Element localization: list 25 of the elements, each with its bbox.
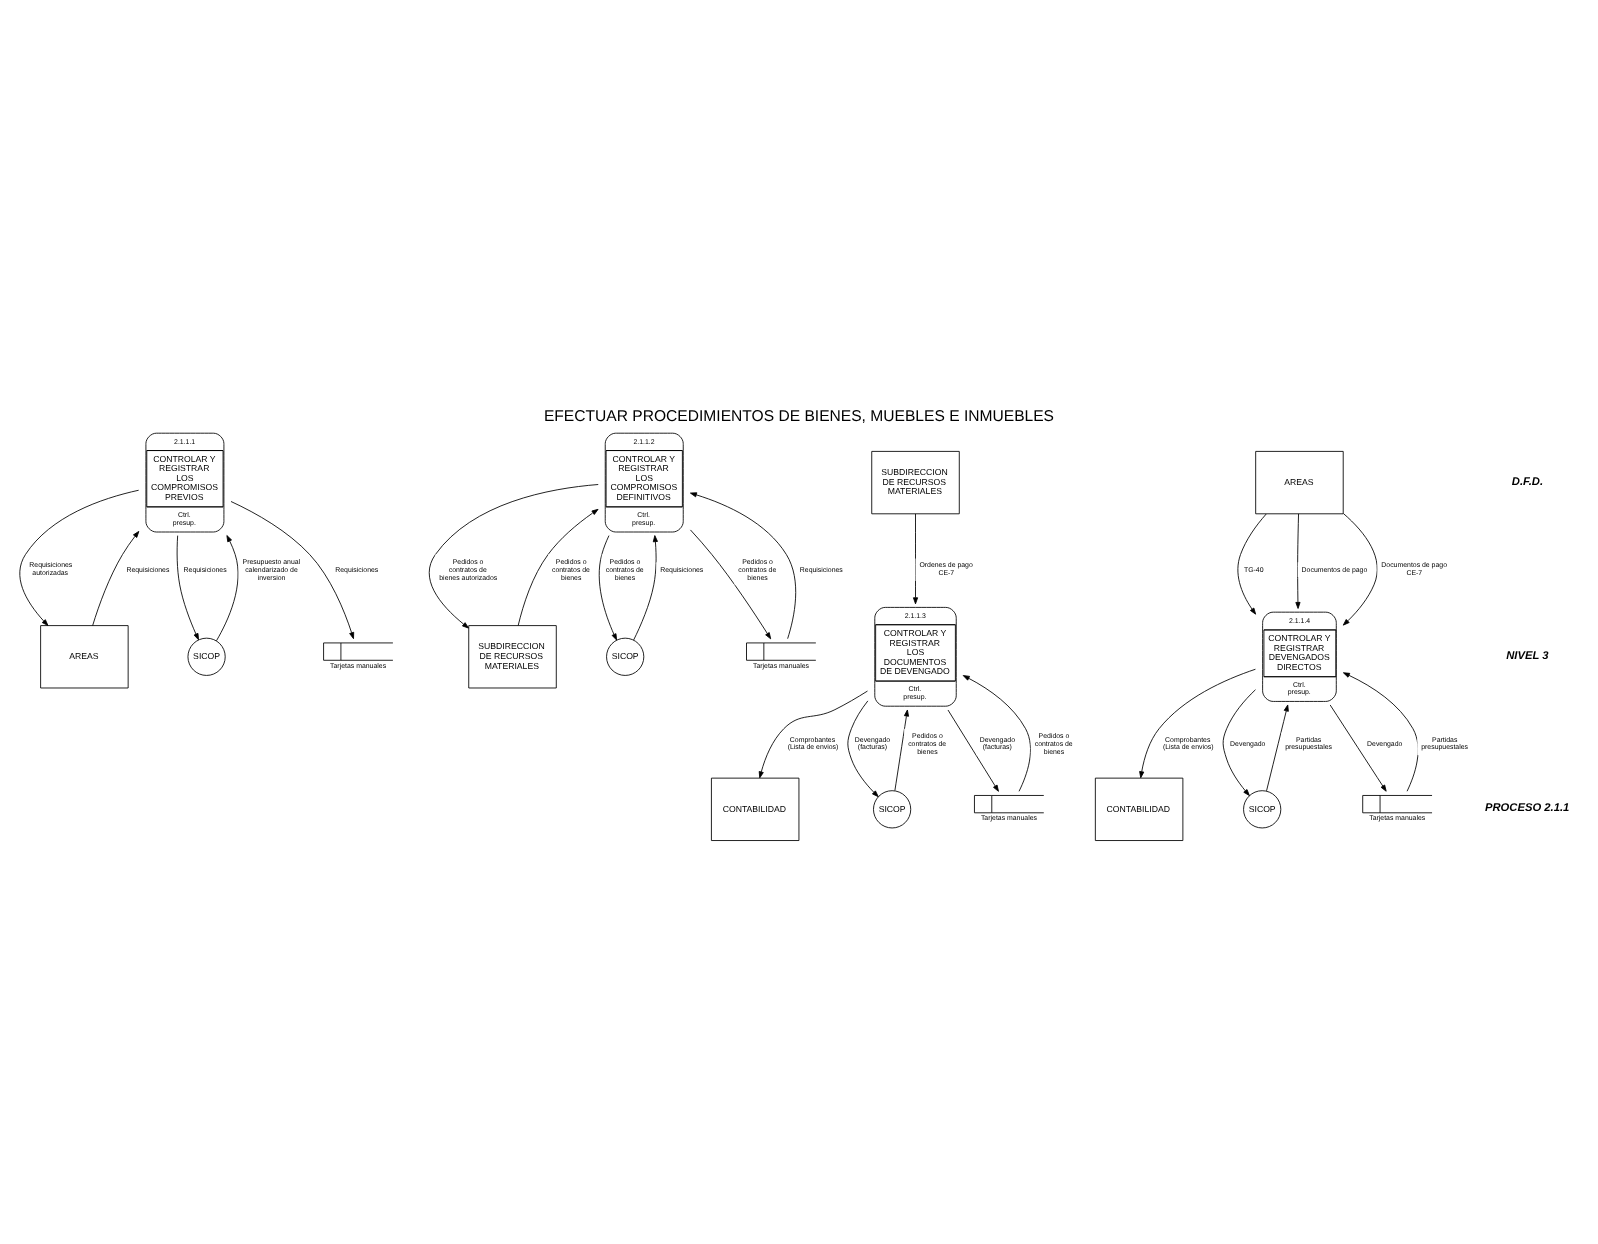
arrow [19,488,140,625]
arrow [894,708,909,791]
arrow [912,512,919,604]
arrow [690,528,772,639]
arrow [1342,671,1419,791]
arrow [92,529,140,625]
diagram-title: EFECTUAR PROCEDIMIENTOS DE BIENES, MUEBLES E INMUEBLES [543,406,1055,425]
arrow [1342,512,1378,625]
arrow [517,507,599,625]
arrow [1266,703,1289,791]
arrow [947,708,999,791]
arrow [1139,667,1256,778]
arrow [176,534,199,640]
arrow [758,689,868,778]
arrow [216,534,239,641]
arrow [428,483,599,628]
arrow [690,491,797,639]
arrow [598,534,618,640]
arrow [1295,512,1301,608]
arrow [1329,703,1387,791]
arrow [230,500,355,639]
arrow [633,534,658,640]
arrow [1222,688,1256,795]
arrow [847,699,879,797]
arrow [962,674,1031,791]
